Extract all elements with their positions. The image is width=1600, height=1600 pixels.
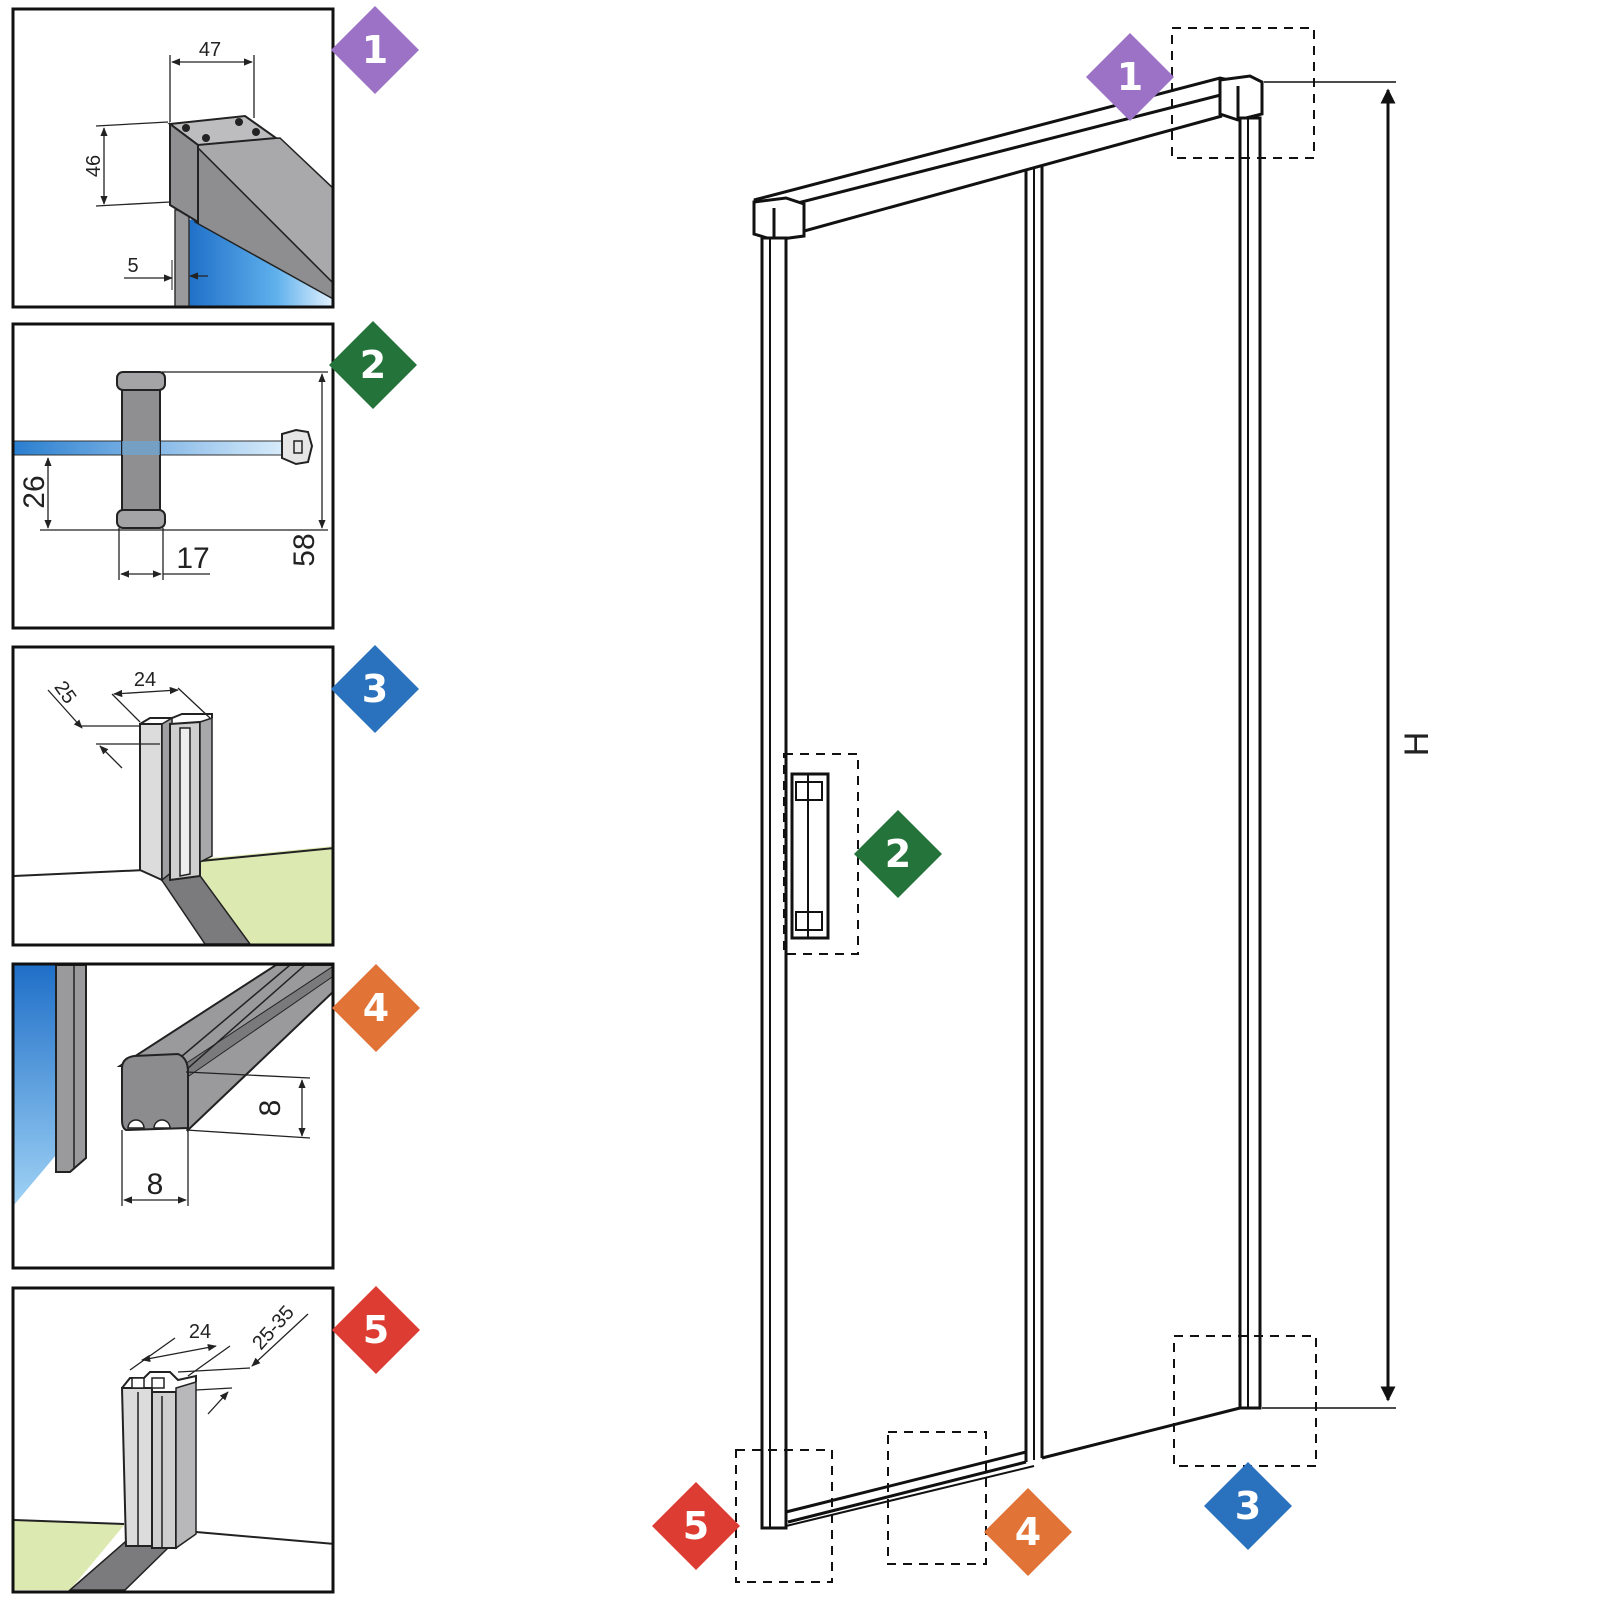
height-label: H (1398, 732, 1436, 757)
svg-text:2: 2 (885, 832, 911, 876)
dim-5: 5 (127, 255, 138, 277)
badge-2-main: 2 (854, 810, 942, 898)
svg-text:2: 2 (360, 343, 386, 387)
svg-text:4: 4 (1015, 1510, 1041, 1554)
height-dimension: H (1262, 81, 1436, 1409)
badge-3-left: 3 (331, 645, 419, 733)
shower-door-drawing (752, 74, 1264, 1530)
svg-text:3: 3 (362, 667, 388, 711)
svg-text:5: 5 (363, 1308, 389, 1352)
dim-26: 26 (18, 475, 51, 508)
svg-text:5: 5 (683, 1504, 709, 1548)
svg-text:1: 1 (362, 28, 388, 72)
svg-text:1: 1 (1117, 55, 1143, 99)
badge-5-left: 5 (332, 1286, 420, 1374)
dim-47: 47 (199, 39, 221, 61)
dim-58: 58 (288, 533, 321, 566)
badge-2-left: 2 (329, 321, 417, 409)
dim-25: 25 (50, 677, 81, 708)
detail-panel-5: 24 25-35 (11, 1286, 335, 1594)
badge-1-left: 1 (331, 6, 419, 94)
detail-panel-4: 8 8 (11, 962, 335, 1270)
badge-4-main: 4 (984, 1488, 1072, 1576)
detail-panel-2: 58 26 17 (11, 322, 335, 630)
badge-3-main: 3 (1204, 1462, 1292, 1550)
detail-panel-3: 24 25 (11, 645, 335, 947)
dim-8-vertical: 8 (254, 1100, 287, 1117)
badge-1-main: 1 (1086, 33, 1174, 121)
badge-4-left: 4 (332, 964, 420, 1052)
badge-5-main: 5 (652, 1482, 740, 1570)
detail-panel-1: 47 46 5 (11, 7, 335, 309)
dim-24-p5: 24 (189, 1321, 211, 1343)
svg-text:4: 4 (363, 986, 389, 1030)
dim-8-horizontal: 8 (147, 1168, 164, 1201)
dim-17: 17 (176, 542, 209, 575)
dim-24: 24 (134, 669, 156, 691)
dim-46: 46 (83, 155, 105, 177)
svg-text:3: 3 (1235, 1484, 1261, 1528)
